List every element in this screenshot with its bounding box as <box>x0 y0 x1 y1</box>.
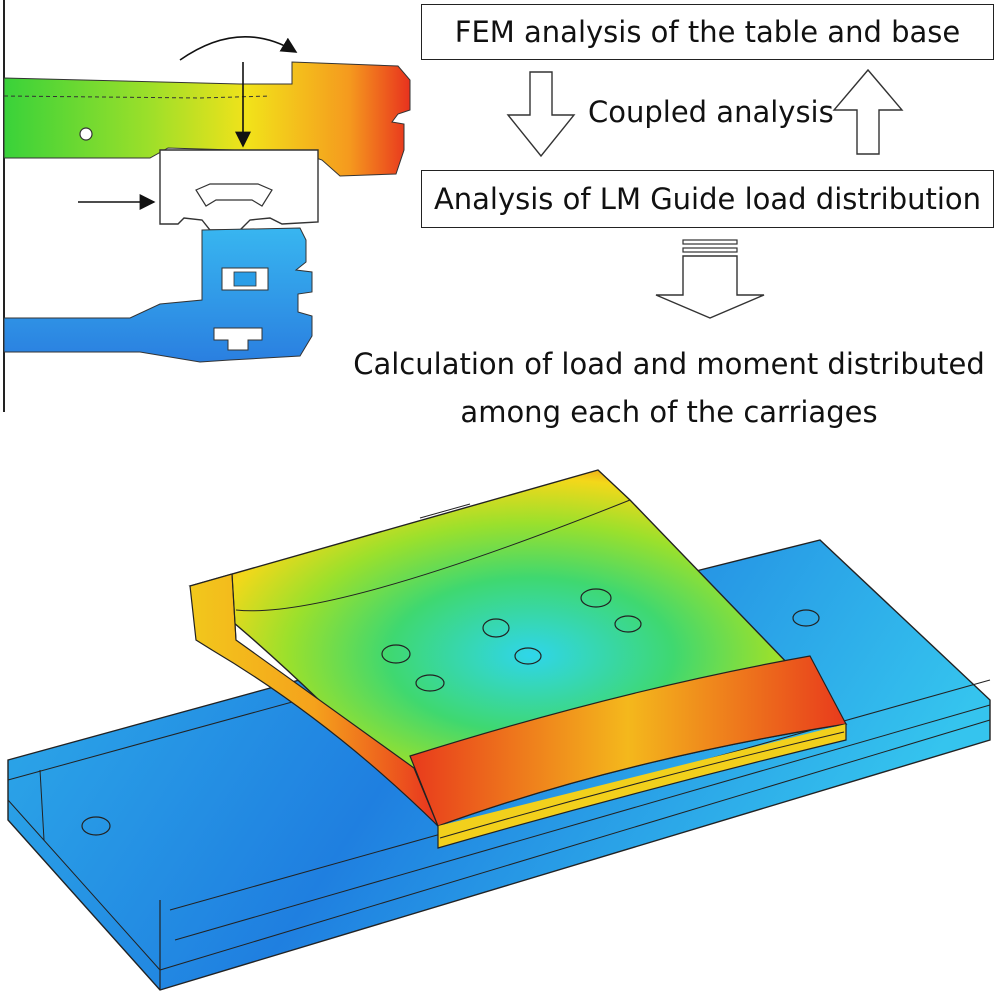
cross-section-view <box>3 0 411 412</box>
base-hole-icon <box>792 609 820 627</box>
base-section <box>3 227 313 363</box>
coupled-analysis-label: Coupled analysis <box>588 95 834 129</box>
lm-guide-analysis-box: Analysis of LM Guide load distribution <box>421 170 994 228</box>
table-hole-icon <box>514 647 542 665</box>
result-line-2: among each of the carriages <box>460 395 878 429</box>
down-arrow-icon <box>506 71 576 158</box>
table-hole-icon <box>482 618 510 638</box>
fem-analysis-label: FEM analysis of the table and base <box>454 15 961 49</box>
table-hole-icon <box>580 588 612 608</box>
curved-moment-arrow-icon <box>179 36 298 61</box>
table-hole-icon <box>415 674 445 692</box>
result-line-1: Calculation of load and moment distribut… <box>353 347 985 381</box>
lm-guide-analysis-label: Analysis of LM Guide load distribution <box>433 182 982 216</box>
table-hole-icon <box>614 615 642 633</box>
table-section <box>3 61 411 177</box>
base-hole-icon <box>81 816 111 836</box>
up-arrow-icon <box>832 68 904 155</box>
load-moment-calculation-label: Calculation of load and moment distribut… <box>344 340 994 436</box>
table-hole-icon <box>381 644 411 664</box>
fem-3d-model <box>7 469 991 991</box>
result-arrow-icon <box>655 239 765 319</box>
bolt-hole-icon <box>79 127 93 141</box>
fem-analysis-box: FEM analysis of the table and base <box>421 4 994 60</box>
